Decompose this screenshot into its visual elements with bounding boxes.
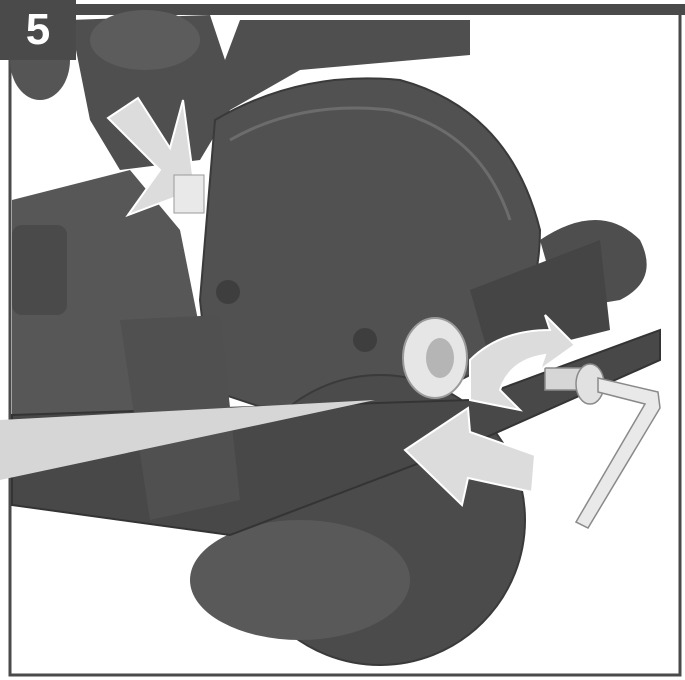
lock-button <box>173 174 205 214</box>
step-number-badge: 5 <box>0 0 76 60</box>
bolt <box>353 328 377 352</box>
hex-key-icon <box>574 377 661 529</box>
rotate-arrow-icon <box>469 314 577 412</box>
blade-lower-guard <box>190 520 410 640</box>
bolt <box>216 280 240 304</box>
frame-top-bar <box>76 4 685 15</box>
motor-cap <box>90 10 200 70</box>
press-arrow-icon <box>106 96 197 218</box>
clamping-bolt <box>544 363 605 405</box>
push-arrow-icon <box>403 406 537 507</box>
side-grip <box>12 225 67 315</box>
guard-highlight <box>229 106 512 221</box>
light-cone <box>0 400 375 480</box>
front-bracket <box>470 240 610 360</box>
flange-washer-icon <box>402 317 468 399</box>
